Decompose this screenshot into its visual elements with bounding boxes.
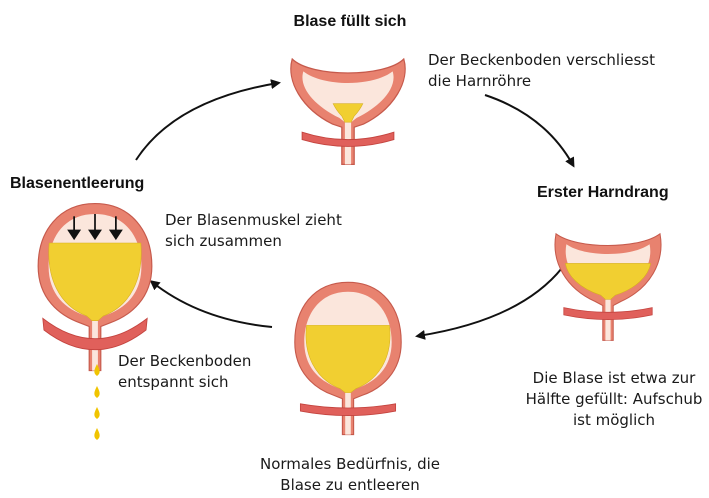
bladder-first-urge-illustration bbox=[555, 234, 661, 341]
stage-title-first-urge: Erster Harndrang bbox=[537, 184, 707, 202]
description-normal-need: Normales Bedürfnis, die Blase zu entleer… bbox=[240, 454, 460, 496]
bladder-filling-illustration bbox=[291, 59, 405, 164]
stage-title-filling: Blase füllt sich bbox=[270, 13, 430, 31]
description-pelvic-floor-relaxes: Der Beckenboden entspannt sich bbox=[118, 351, 298, 393]
description-first-urge: Die Blase ist etwa zur Hälfte gefüllt: A… bbox=[520, 368, 708, 431]
urine-droplets bbox=[94, 364, 99, 440]
cycle-arrow-fill-to-urge bbox=[485, 95, 573, 165]
description-muscle-contracts: Der Blasenmuskel zieht sich zusammen bbox=[165, 210, 345, 252]
cycle-arrow-empty-to-fill bbox=[136, 83, 278, 160]
cycle-arrow-normal-to-empty bbox=[152, 282, 272, 327]
bladder-normal-need-illustration bbox=[295, 282, 401, 434]
cycle-arrow-urge-to-normal bbox=[418, 268, 562, 336]
bladder-emptying-illustration bbox=[38, 204, 152, 371]
stage-title-emptying: Blasenentleerung bbox=[10, 175, 200, 193]
description-filling: Der Beckenboden verschliesst die Harnröh… bbox=[428, 50, 668, 92]
